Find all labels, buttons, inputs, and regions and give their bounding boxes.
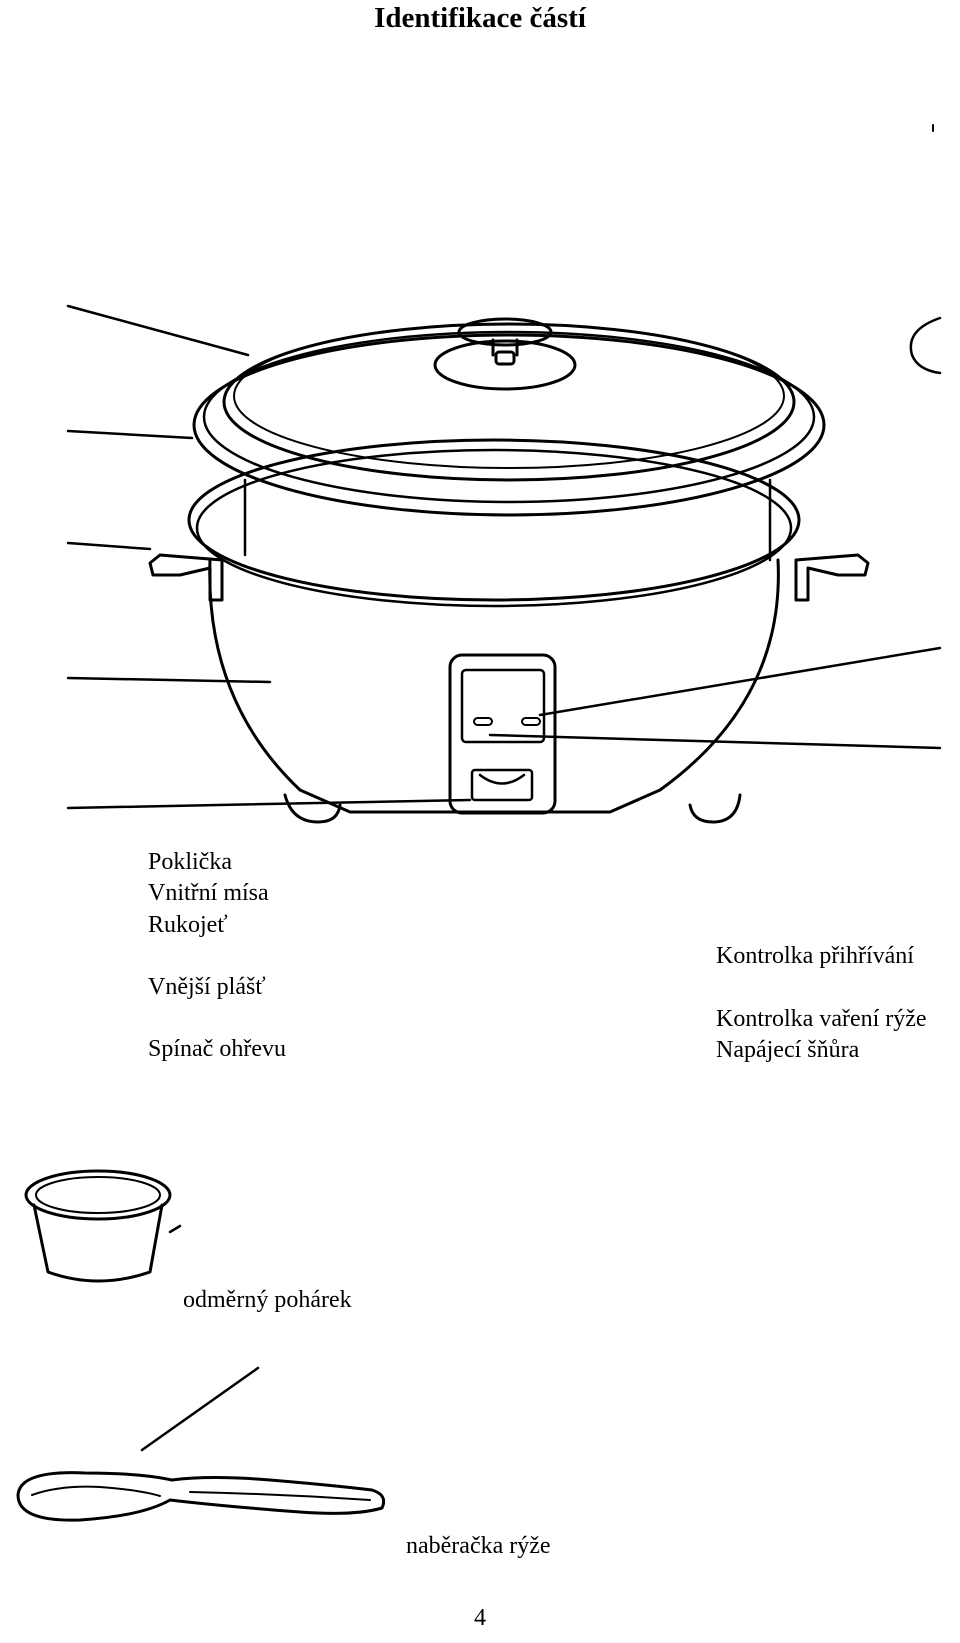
measuring-cup-drawing [24,1169,182,1283]
cooker-cooking-lamp [521,717,541,726]
cooker-lid-rim [192,333,826,517]
label-rice-ladle: naběračka rýže [406,1533,551,1559]
cooker-body-rim [187,438,801,602]
label-inner-bowl: Vnitřní mísa [148,880,269,906]
cooker-warming-lamp [473,717,493,726]
label-power-cord: Napájecí šňůra [716,1037,860,1063]
label-outer-shell: Vnější plášť [148,974,266,1000]
cooker-lid-knob [433,339,577,391]
page-number: 4 [474,1605,486,1631]
label-handle: Rukojeť [148,912,228,938]
cooker-foot-right [688,793,742,824]
rice-cooker-drawing [66,124,942,824]
cooker-foot-left [283,793,342,824]
page-title: Identifikace částí [374,2,586,34]
cooker-switch [470,768,534,802]
rice-ladle-drawing [16,1366,386,1522]
label-warming-light: Kontrolka přihřívání [716,943,914,969]
label-lid: Poklička [148,849,232,875]
cooker-outer-shell [208,558,780,814]
label-heating-switch: Spínač ohřevu [148,1036,286,1062]
cooker-handle-left [148,553,224,602]
label-measuring-cup: odměrný pohárek [183,1287,352,1313]
cooker-handle-right [794,553,870,602]
cooker-control-panel [448,653,557,815]
label-cooking-light: Kontrolka vaření rýže [716,1006,927,1032]
